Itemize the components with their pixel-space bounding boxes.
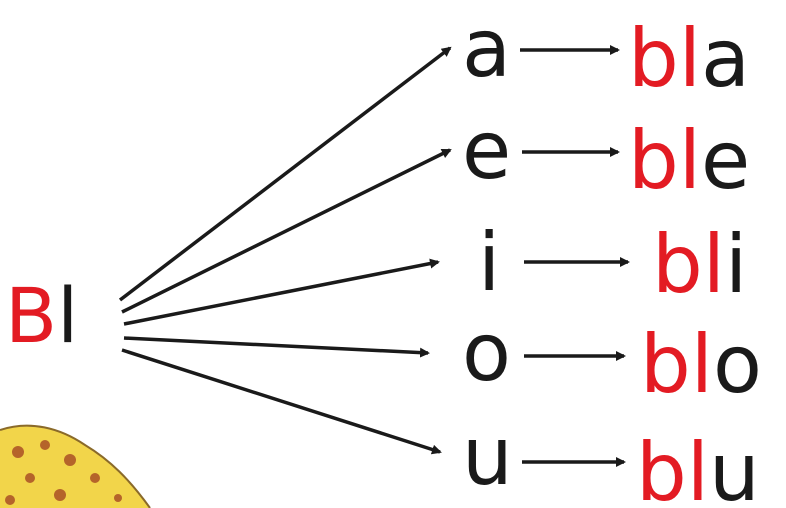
result-blu: blu (636, 426, 760, 508)
result-bli: bli (652, 218, 747, 311)
vowel-u: u (462, 410, 513, 503)
source-prefix-red: B (5, 271, 57, 360)
result-bla: bla (628, 12, 750, 105)
vowel-a: a (462, 2, 511, 95)
vowel-i: i (478, 216, 500, 309)
result-ble: ble (628, 114, 750, 207)
leopard-print-fabric-icon (0, 426, 150, 508)
fan-arrow-i (124, 262, 438, 324)
fan-arrows (120, 48, 450, 452)
vowel-e: e (462, 104, 511, 197)
result-arrows (520, 50, 628, 462)
vowel-o: o (462, 306, 511, 399)
source-prefix-black: l (57, 271, 78, 360)
result-column: bla ble bli blo blu (628, 12, 762, 508)
result-blo: blo (640, 318, 762, 411)
vowel-column: a e i o u (462, 2, 513, 503)
fan-arrow-u (122, 350, 440, 452)
fan-arrow-o (124, 338, 428, 353)
source-label: Bl (5, 271, 78, 360)
